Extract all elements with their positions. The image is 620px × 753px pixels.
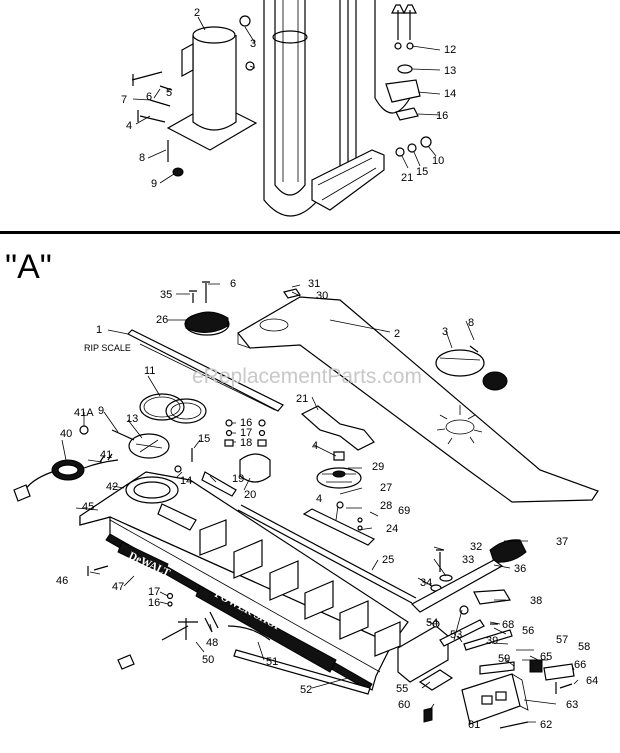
callout-40: 40 [60,428,72,440]
callout-31: 31 [308,278,320,290]
callout-8: 8 [468,317,474,329]
callout-13: 13 [126,413,138,425]
section-divider [0,231,620,234]
callout-61: 61 [468,719,480,731]
callout-50: 50 [202,654,214,666]
callout-3-top: 3 [250,38,256,50]
callout-48: 48 [206,637,218,649]
column-mount-assembly [131,0,441,217]
callout-2-top: 2 [194,7,200,19]
callout-35: 35 [160,289,172,301]
callout-25: 25 [382,554,394,566]
callout-60: 60 [398,699,410,711]
callout-8-top: 8 [139,152,145,164]
callout-52: 52 [300,684,312,696]
callout-4b: 4 [316,493,322,505]
callout-27: 27 [380,482,392,494]
callout-32: 32 [470,541,482,553]
rip-scale-bar [126,329,284,412]
callout-34: 34 [420,577,432,589]
callout-14-top: 14 [444,88,456,100]
leader-lines [61,283,579,724]
callout-33: 33 [462,554,474,566]
section-label: "A" [5,248,52,286]
callout-9-top: 9 [151,178,157,190]
callout-18: 18 [240,437,252,449]
callout-15: 15 [198,433,210,445]
callout-19: 19 [232,473,244,485]
callout-63: 63 [566,699,578,711]
callout-5-top: 5 [166,87,172,99]
brand-plate [117,541,169,575]
watermark-text: eReplacementParts.com [192,365,422,388]
callout-66: 66 [574,659,586,671]
callout-65: 65 [540,651,552,663]
callout-39: 39 [486,635,498,647]
callout-56: 56 [522,625,534,637]
callout-26: 26 [156,314,168,326]
callout-20: 20 [244,489,256,501]
radial-arm [237,296,599,503]
callout-7-top: 7 [121,94,127,106]
rip-scale-label: RIP SCALE [84,343,131,353]
top-callout-labels: 2 3 12 13 14 16 7 6 5 4 8 9 21 15 10 [121,7,456,190]
callout-16-top: 16 [436,110,448,122]
callout-36: 36 [514,563,526,575]
callout-59: 59 [498,653,510,665]
callout-21: 21 [296,393,308,405]
callout-28: 28 [380,500,392,512]
callout-24: 24 [386,523,398,535]
callout-16: 16 [240,417,252,429]
callout-17: 17 [240,427,252,439]
callout-12-top: 12 [444,44,456,56]
callout-45: 45 [82,501,94,513]
callout-41: 41 [100,449,112,461]
callout-6-top: 6 [146,91,152,103]
callout-9: 9 [98,405,104,417]
callout-1: 1 [96,324,102,336]
callout-30: 30 [316,290,328,302]
callout-68: 68 [502,619,514,631]
callout-51: 51 [266,656,278,668]
callout-69: 69 [398,505,410,517]
callout-14: 14 [180,475,192,487]
callout-21-top: 21 [401,172,413,184]
callout-58: 58 [578,641,590,653]
callout-6: 6 [230,278,236,290]
callout-38: 38 [530,595,542,607]
callout-2: 2 [394,328,400,340]
callout-17b: 17 [148,586,160,598]
callout-41A: 41A [74,407,94,419]
callout-53: 53 [450,629,462,641]
arm-and-base-assembly [13,281,599,729]
callout-29: 29 [372,461,384,473]
callout-3: 3 [442,326,448,338]
callout-42: 42 [106,481,118,493]
callout-13-top: 13 [444,65,456,77]
power-shop-plate [195,585,337,673]
callout-62: 62 [540,719,552,731]
callout-47: 47 [112,581,124,593]
callout-64: 64 [586,675,598,687]
bottom-callout-labels: 35 6 31 30 26 1 RIP SCALE 2 3 8 11 41A 9… [56,278,598,731]
callout-54: 54 [426,617,438,629]
callout-37: 37 [556,536,568,548]
callout-57: 57 [556,634,568,646]
callout-4-top: 4 [126,120,132,132]
callout-11: 11 [144,365,155,377]
callout-46: 46 [56,575,68,587]
callout-16b: 16 [148,597,160,609]
callout-55: 55 [396,683,408,695]
callout-4: 4 [312,440,318,452]
callout-10-top: 10 [432,155,444,167]
callout-15-top: 15 [416,166,428,178]
